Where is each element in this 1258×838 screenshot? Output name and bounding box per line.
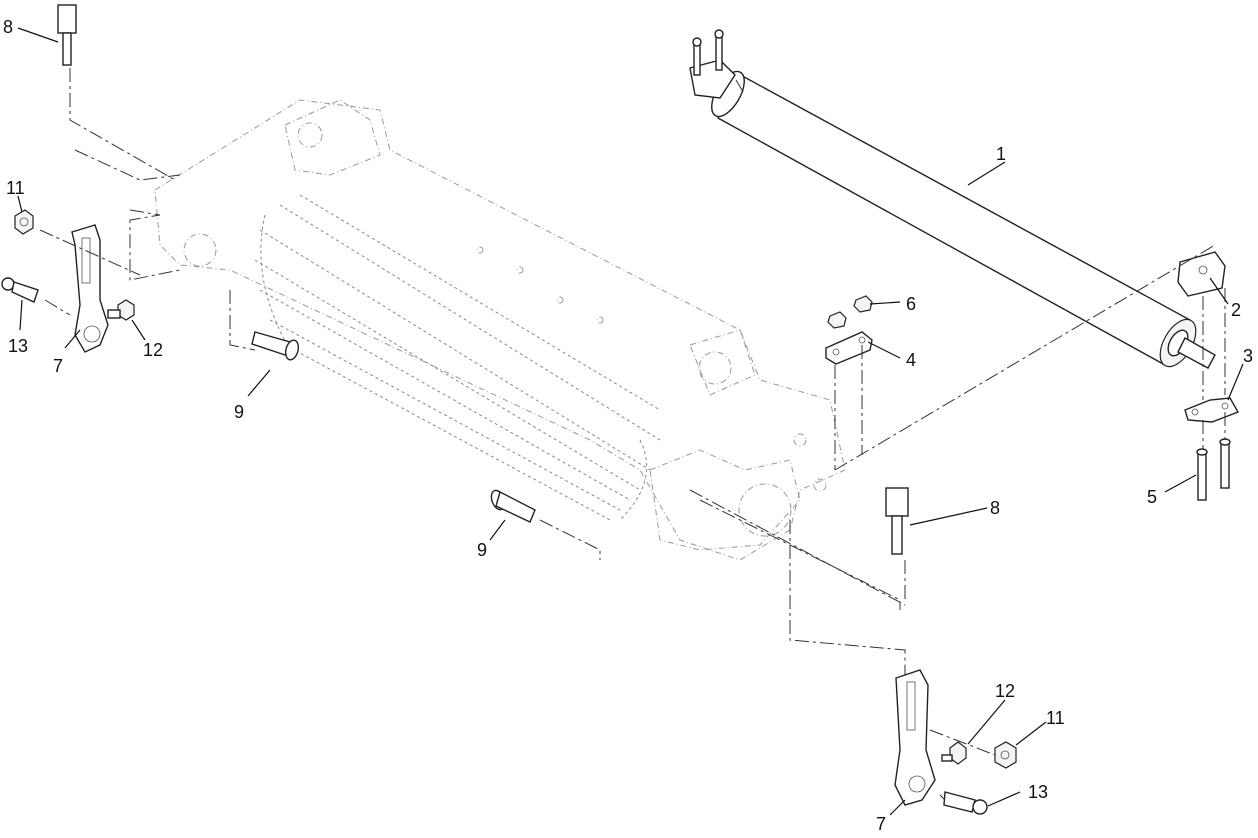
callout-8-right: 8 [990,498,1000,518]
callout-8-top-left: 8 [3,17,13,37]
adjuster-plate [825,331,873,365]
callout-6: 6 [906,294,916,314]
callout-7-left: 7 [53,356,63,376]
callout-4: 4 [906,350,916,370]
cutting-unit-frame [154,99,846,561]
left-hardware [1,4,300,361]
roller-clamp [1184,397,1240,423]
callout-13-left: 13 [8,336,28,356]
callout-7-right: 7 [876,814,886,834]
callout-2: 2 [1231,300,1241,320]
callout-9-left: 9 [234,402,244,422]
callout-13-right: 13 [1028,782,1048,802]
callout-5: 5 [1147,487,1157,507]
callout-1: 1 [996,144,1006,164]
roller-assembly [689,29,1216,369]
callout-labels: 1 2 3 4 5 6 7 7 8 8 9 9 11 11 12 12 13 1… [3,17,1253,834]
lock-nuts [827,295,873,329]
right-hardware [490,487,1017,815]
callout-3: 3 [1243,346,1253,366]
leader-lines [17,27,1244,816]
callout-12-left: 12 [143,340,163,360]
callout-11-right: 11 [1046,708,1065,728]
callout-9-center: 9 [477,540,487,560]
callout-12-right: 12 [995,681,1015,701]
callout-11-left: 11 [6,178,25,198]
cap-screws [1196,438,1231,501]
assembly-centerlines [39,68,1226,801]
roller-bracket [1177,251,1226,297]
